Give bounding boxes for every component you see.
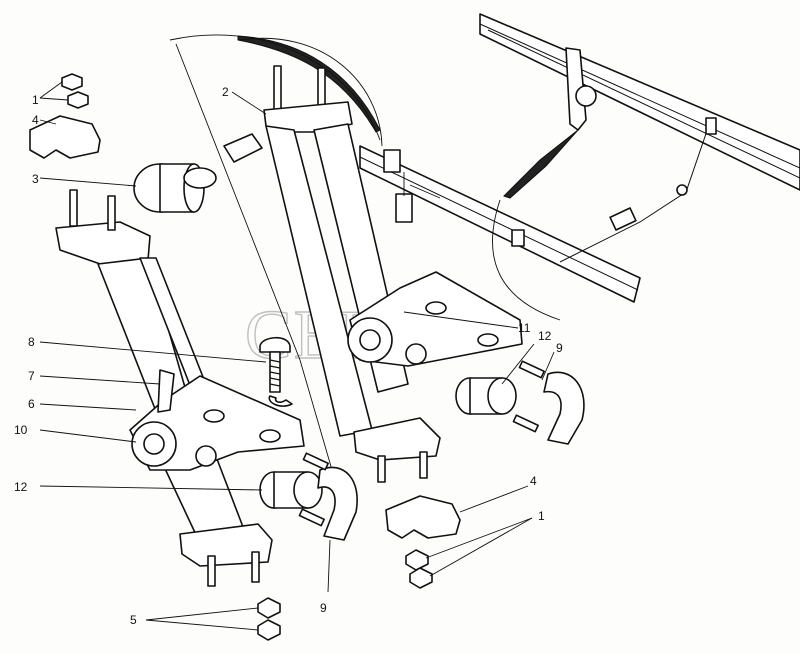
callout-12-left: 12	[14, 480, 28, 494]
callout-8: 8	[28, 335, 35, 349]
frame-rail	[479, 13, 800, 191]
callout-4-upper: 4	[32, 113, 39, 127]
bushing-3	[133, 163, 217, 213]
sensor-linkage	[559, 47, 717, 263]
callout-5: 5	[130, 613, 137, 627]
pivot-housing-right	[347, 271, 523, 367]
callout-6: 6	[28, 397, 35, 411]
u-clamp-left	[298, 452, 358, 541]
callout-7: 7	[28, 369, 35, 383]
pivot-housing-left	[129, 375, 305, 471]
nut-pair-lower	[257, 597, 281, 641]
clamp-cap-upper	[29, 115, 101, 159]
clamp-cap-lower	[385, 495, 461, 539]
callout-12-right: 12	[538, 329, 552, 343]
callout-9-right: 9	[556, 341, 563, 355]
callout-2: 2	[222, 85, 229, 99]
callout-4-lower: 4	[530, 474, 537, 488]
callout-10: 10	[14, 423, 28, 437]
bolt-8	[259, 336, 293, 407]
u-clamp-right	[512, 360, 585, 445]
callout-1-lower: 1	[538, 509, 545, 523]
callout-11: 11	[518, 321, 531, 335]
callout-labels: 1 4 3 2 8 7 6 10 12 11 12 9 4 1 9 5	[14, 85, 563, 627]
leader-wedge-top	[237, 35, 381, 133]
callout-9-lower: 9	[320, 601, 327, 615]
bushing-12-left	[259, 471, 323, 509]
leader-wedge-right	[503, 129, 579, 199]
cross-member	[359, 145, 641, 303]
lever-7	[157, 369, 175, 413]
pin	[223, 133, 263, 163]
callout-1-upper: 1	[32, 93, 39, 107]
nut-pair-upper	[61, 73, 89, 109]
bushing-12-right	[455, 377, 517, 415]
leader-lines	[39, 81, 555, 631]
callout-3: 3	[32, 172, 39, 186]
nut-pair-right	[405, 549, 433, 589]
